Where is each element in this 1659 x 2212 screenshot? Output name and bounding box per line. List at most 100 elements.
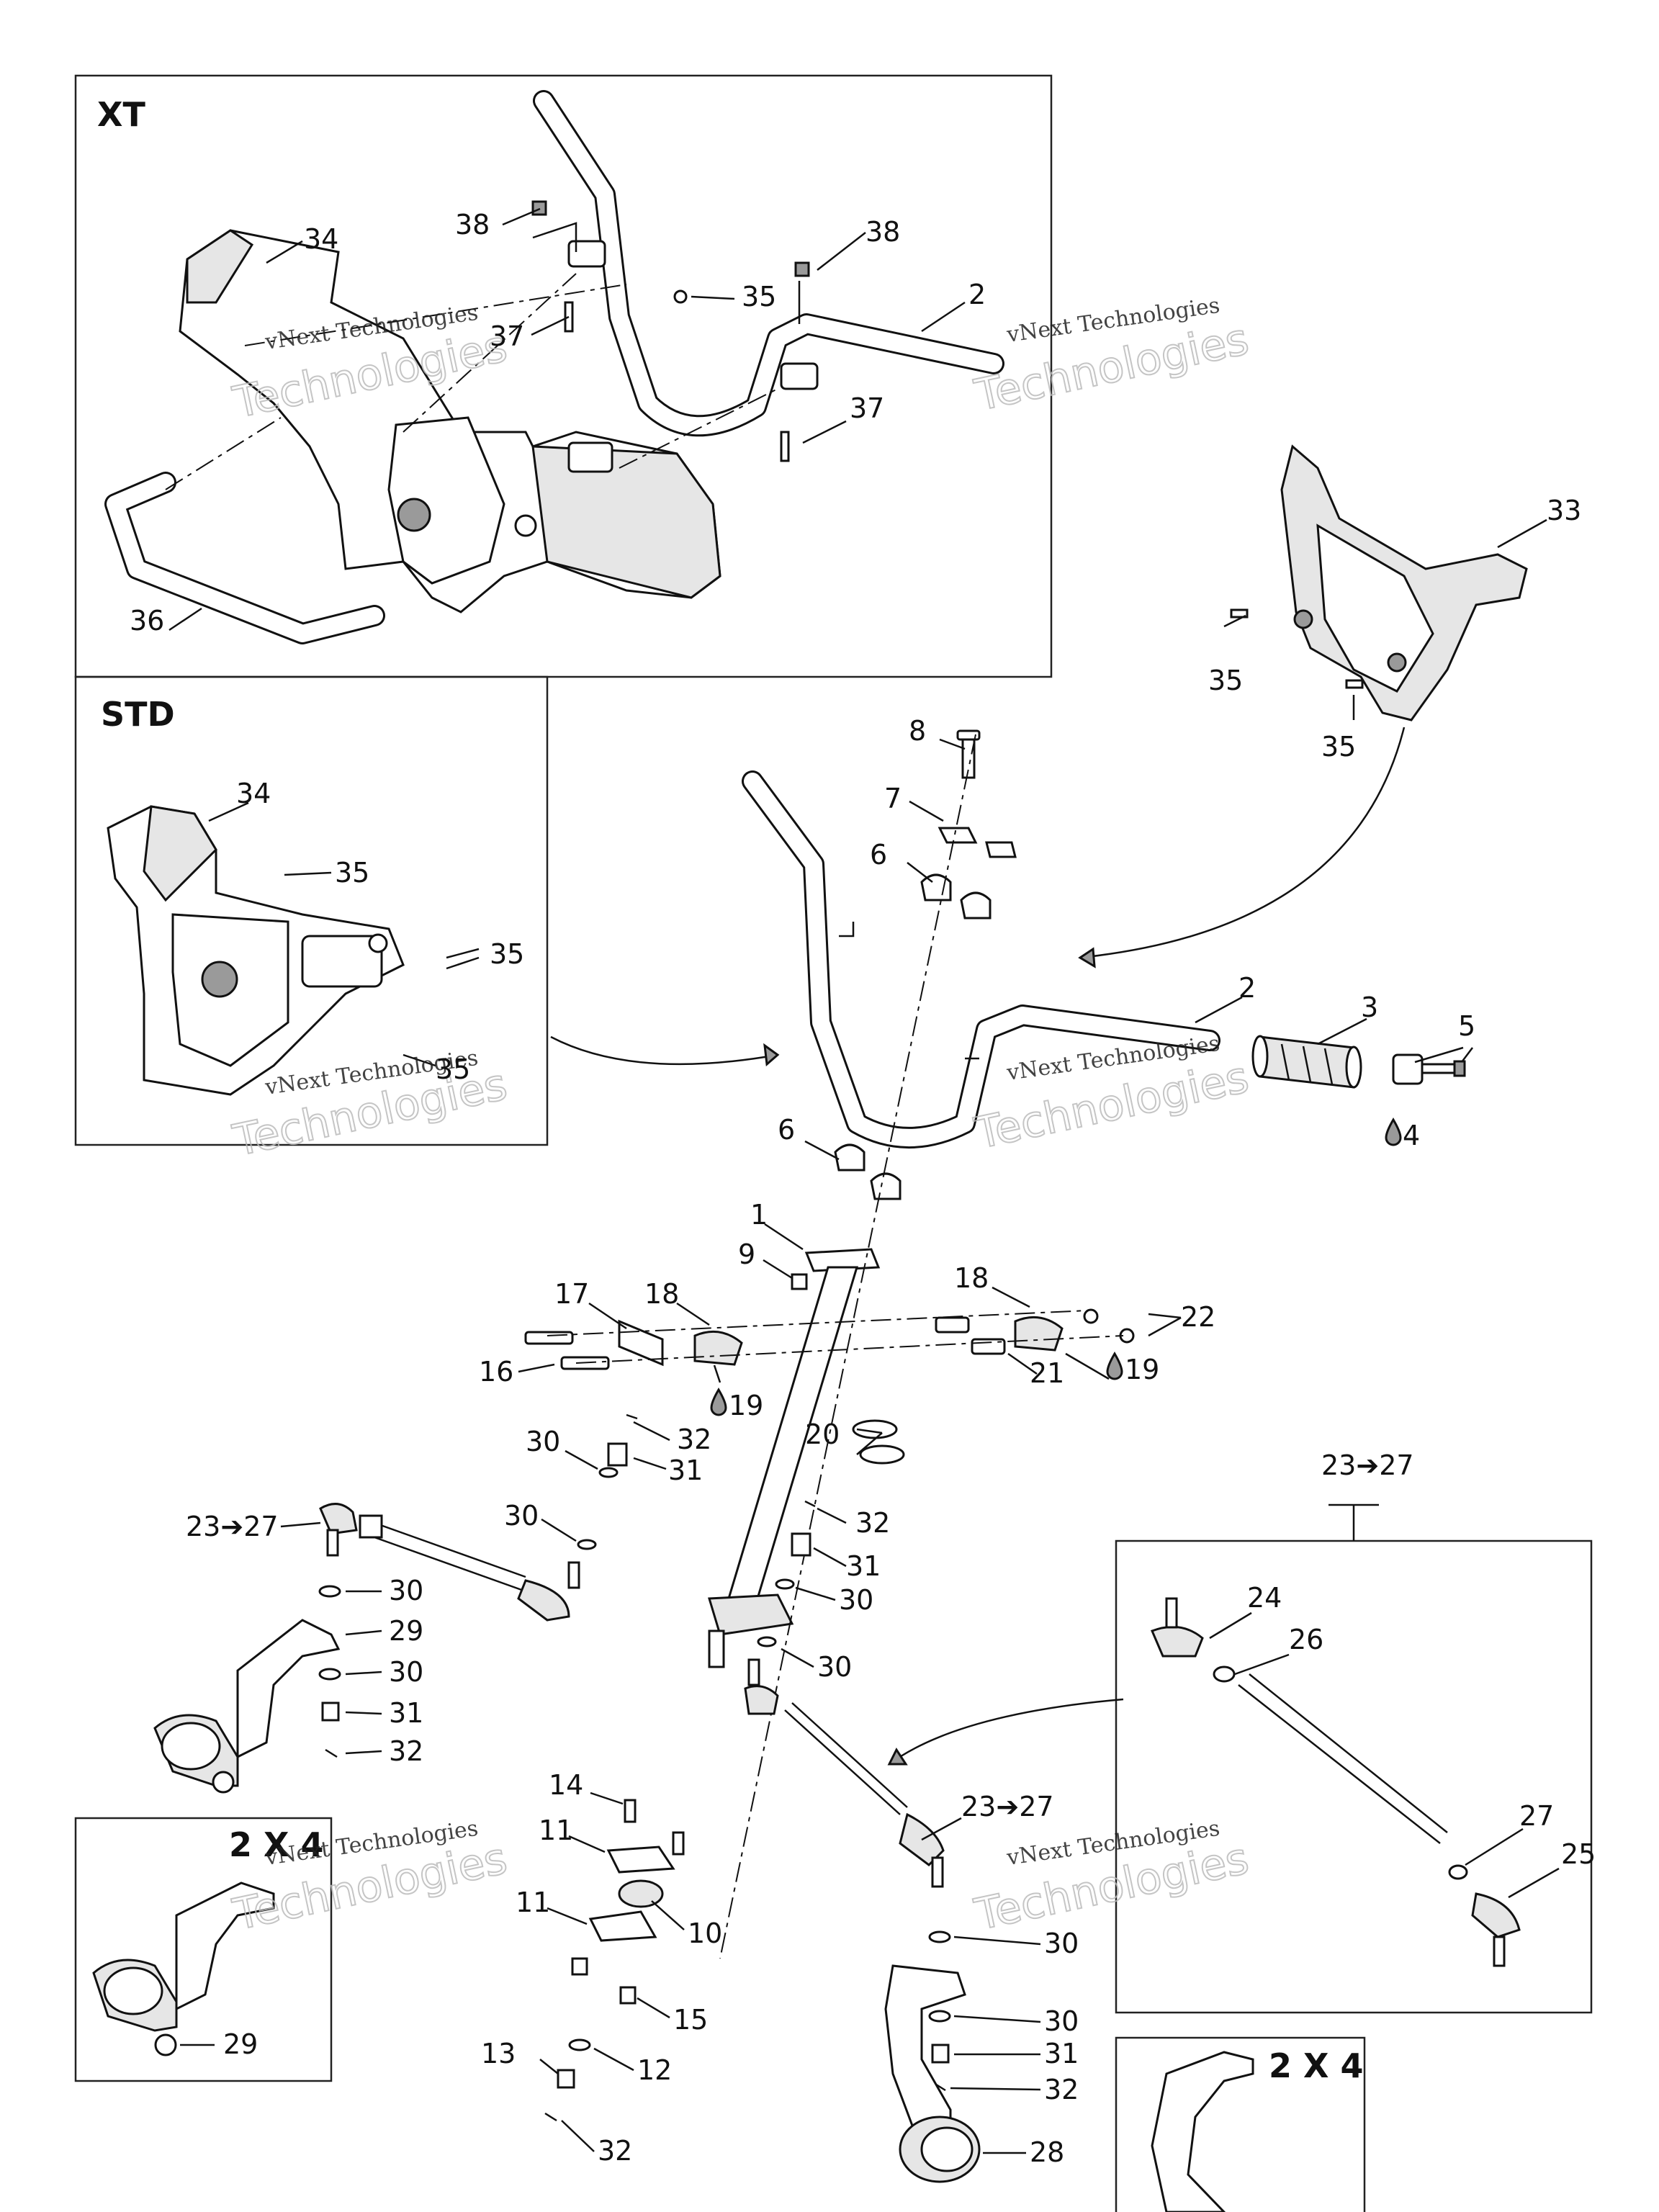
- two-wd-left-box: [74, 1817, 333, 2082]
- label-30: 30: [817, 1651, 852, 1683]
- label-35: 35: [1321, 731, 1356, 763]
- grip: [1251, 1035, 1362, 1089]
- label-37: 37: [850, 392, 884, 424]
- label-31: 31: [668, 1455, 703, 1486]
- label-38: 38: [866, 216, 900, 248]
- label-35: 35: [1208, 665, 1243, 696]
- label-2: 2: [968, 279, 986, 310]
- drop-icons: [710, 1118, 1402, 1416]
- std-title: STD: [101, 695, 175, 734]
- support-brackets: [524, 1308, 1135, 1465]
- label-6: 6: [870, 839, 887, 871]
- label-35: 35: [490, 938, 524, 970]
- label-30: 30: [526, 1426, 560, 1457]
- xt-leader-lines: [165, 222, 801, 490]
- label-23-27: 23➔27: [1321, 1449, 1414, 1481]
- label-9: 9: [738, 1238, 755, 1270]
- label-18: 18: [954, 1262, 989, 1294]
- label-35: 35: [742, 281, 776, 313]
- label-27: 27: [1519, 1800, 1554, 1832]
- left-knuckle-hardware: [318, 1585, 341, 1758]
- steering-column: [708, 734, 976, 1959]
- right-knuckle: [884, 1930, 981, 2183]
- label-16: 16: [479, 1356, 513, 1388]
- label-28: 28: [1030, 2136, 1064, 2168]
- xt-title: XT: [97, 95, 145, 134]
- two-wd-right-knuckle: [1151, 2051, 1254, 2212]
- label-7: 7: [884, 783, 902, 814]
- label-21: 21: [1030, 1357, 1064, 1389]
- label-35: 35: [436, 1053, 470, 1085]
- label-37: 37: [490, 320, 524, 352]
- label-8: 8: [909, 715, 926, 747]
- label-32: 32: [389, 1735, 423, 1767]
- tie-rod-detail: [1151, 1503, 1521, 1967]
- two-wd-left-title: 2 X 4: [229, 1825, 324, 1864]
- label-13: 13: [481, 2038, 516, 2069]
- label-29: 29: [389, 1615, 423, 1647]
- label-32: 32: [1044, 2074, 1079, 2105]
- label-25: 25: [1561, 1838, 1596, 1870]
- two-wd-right-title: 2 X 4: [1269, 2046, 1364, 2085]
- drop-icon: [1385, 1118, 1402, 1146]
- label-30: 30: [1044, 2005, 1079, 2037]
- drop-icon: [1106, 1352, 1123, 1380]
- label-11: 11: [539, 1815, 573, 1846]
- two-wd-right-box: [1115, 2036, 1366, 2212]
- label-10: 10: [688, 1917, 722, 1949]
- xt-brackets: [531, 200, 819, 462]
- label-23-27: 23➔27: [961, 1791, 1054, 1822]
- leader-lines: [168, 207, 1560, 2154]
- label-11: 11: [516, 1887, 550, 1918]
- std-box: [74, 675, 549, 1146]
- label-19: 19: [1125, 1354, 1159, 1385]
- label-30: 30: [389, 1575, 423, 1606]
- label-30: 30: [389, 1656, 423, 1688]
- label-29: 29: [223, 2028, 258, 2060]
- side-handguard: [1230, 444, 1528, 721]
- label-33: 33: [1547, 495, 1581, 526]
- xt-guard-bar: [104, 472, 385, 644]
- label-30: 30: [1044, 1928, 1079, 1959]
- arrows: [550, 727, 1406, 1766]
- tie-rod-detail-box: [1115, 1539, 1593, 2014]
- part-labels: 34 38 37 38 35 2 37 36 33 35 35 34 35 35…: [130, 209, 1596, 2168]
- label-32: 32: [855, 1507, 890, 1539]
- label-1: 1: [750, 1199, 768, 1231]
- small-hardware: [577, 1273, 816, 1647]
- label-3: 3: [1361, 992, 1378, 1023]
- label-31: 31: [389, 1697, 423, 1729]
- xt-handlebar: [533, 90, 1004, 437]
- label-30: 30: [839, 1584, 873, 1616]
- drop-icon: [710, 1388, 727, 1416]
- label-30: 30: [504, 1500, 539, 1532]
- label-22: 22: [1181, 1301, 1215, 1333]
- label-24: 24: [1247, 1582, 1282, 1614]
- label-17: 17: [554, 1278, 589, 1310]
- bearing-assembly: [544, 1799, 685, 2122]
- label-6: 6: [778, 1114, 795, 1146]
- left-tie-rod: [319, 1503, 580, 1622]
- xt-handguard: [179, 229, 721, 613]
- right-tie-rod: [744, 1658, 945, 1888]
- label-19: 19: [729, 1390, 763, 1421]
- label-26: 26: [1289, 1624, 1323, 1655]
- label-4: 4: [1403, 1120, 1420, 1151]
- label-14: 14: [549, 1769, 583, 1801]
- label-36: 36: [130, 605, 164, 637]
- label-23-27: 23➔27: [186, 1511, 279, 1542]
- label-18: 18: [644, 1278, 679, 1310]
- label-32: 32: [677, 1424, 711, 1455]
- xt-box: [74, 74, 1053, 678]
- main-handlebar: [742, 770, 1220, 1148]
- std-handguard: [107, 805, 405, 1096]
- label-31: 31: [1044, 2038, 1079, 2069]
- label-2: 2: [1238, 972, 1256, 1004]
- label-12: 12: [637, 2054, 672, 2086]
- label-15: 15: [673, 2004, 708, 2036]
- bar-end: [1392, 1053, 1466, 1085]
- label-38: 38: [455, 209, 490, 240]
- label-5: 5: [1458, 1010, 1475, 1042]
- two-wd-left-knuckle: [92, 1881, 275, 2056]
